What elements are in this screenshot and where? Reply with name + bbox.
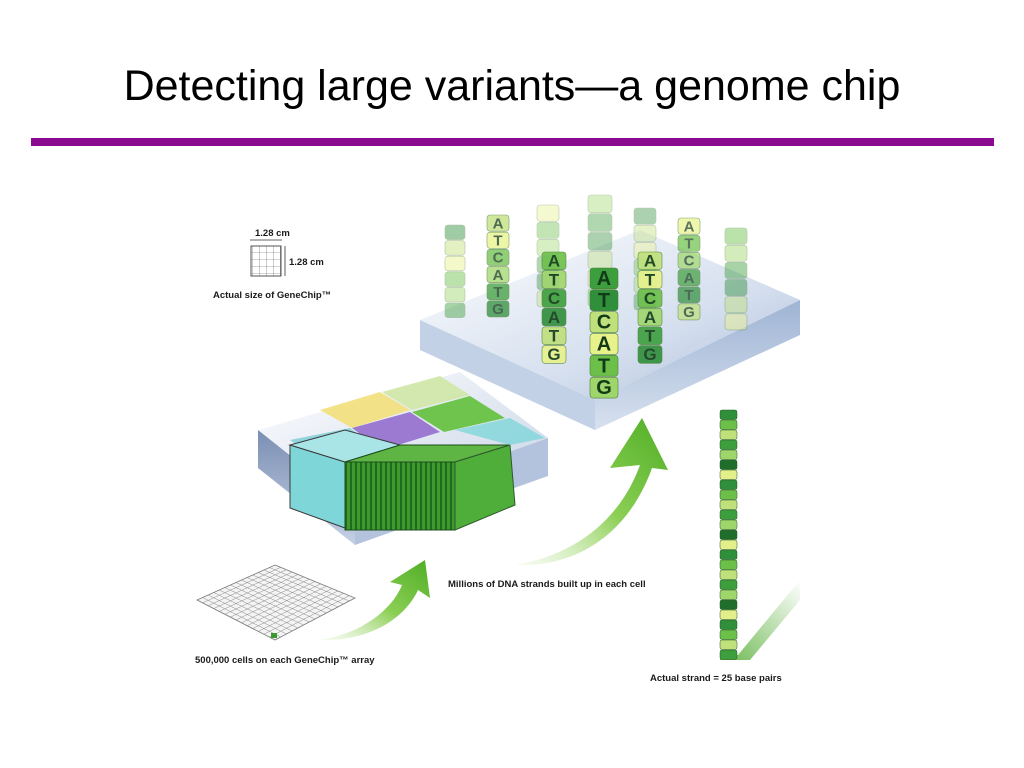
actual-strand: [719, 409, 800, 660]
strand-base-letter: T: [645, 270, 656, 289]
strand-base-letter: C: [644, 289, 656, 308]
cell-block: [258, 372, 548, 545]
cell-grid: [196, 564, 356, 641]
strand-base-letter: A: [493, 215, 504, 232]
actual-size-label: Actual size of GeneChip™: [213, 290, 332, 301]
small-arrow: [318, 560, 430, 641]
strand-base-letter: G: [492, 301, 504, 318]
title-rule: [31, 138, 994, 146]
strand-base-letter: A: [597, 268, 611, 290]
strand-base-letter: G: [643, 345, 656, 364]
strand-base-letter: C: [597, 312, 611, 334]
strand-base-letter: A: [644, 308, 656, 327]
strand-base-letter: A: [597, 334, 611, 356]
strand-base-letter: A: [644, 252, 656, 271]
strand-base-letter: C: [684, 253, 695, 270]
strand-base-letter: T: [549, 270, 560, 289]
strand-base-letter: G: [683, 304, 695, 321]
strand-column: [444, 224, 466, 318]
strand-base-letter: A: [684, 218, 695, 235]
strand-column: [724, 227, 748, 331]
strand-base-letter: T: [645, 326, 656, 345]
strand-base-letter: T: [684, 287, 693, 304]
cells-label: 500,000 cells on each GeneChip™ array: [195, 655, 375, 666]
strand-base-letter: C: [548, 289, 560, 308]
strand-base-letter: A: [684, 270, 695, 287]
chip-height-label: 1.28 cm: [289, 257, 324, 268]
strand-base-letter: A: [548, 308, 560, 327]
strand-base-letter: T: [598, 290, 610, 312]
strand-base-letter: G: [547, 345, 560, 364]
strand-base-letter: T: [549, 326, 560, 345]
chip-width-label: 1.28 cm: [255, 228, 290, 239]
actual-size-chip: [250, 239, 286, 277]
strand-base-letter: A: [493, 267, 504, 284]
strand-base-letter: G: [596, 377, 612, 399]
actual-strand-label: Actual strand = 25 base pairs: [650, 673, 782, 684]
strands-label: Millions of DNA strands built up in each…: [448, 579, 646, 590]
strand-base-letter: T: [493, 233, 502, 250]
strand-base-letter: T: [493, 284, 502, 301]
big-arrow: [515, 418, 668, 566]
strand-base-letter: T: [598, 355, 610, 377]
strand-base-letter: A: [548, 252, 560, 271]
slide-title: Detecting large variants—a genome chip: [123, 62, 901, 110]
strand-base-letter: C: [493, 250, 504, 267]
strand-base-letter: T: [684, 236, 693, 253]
